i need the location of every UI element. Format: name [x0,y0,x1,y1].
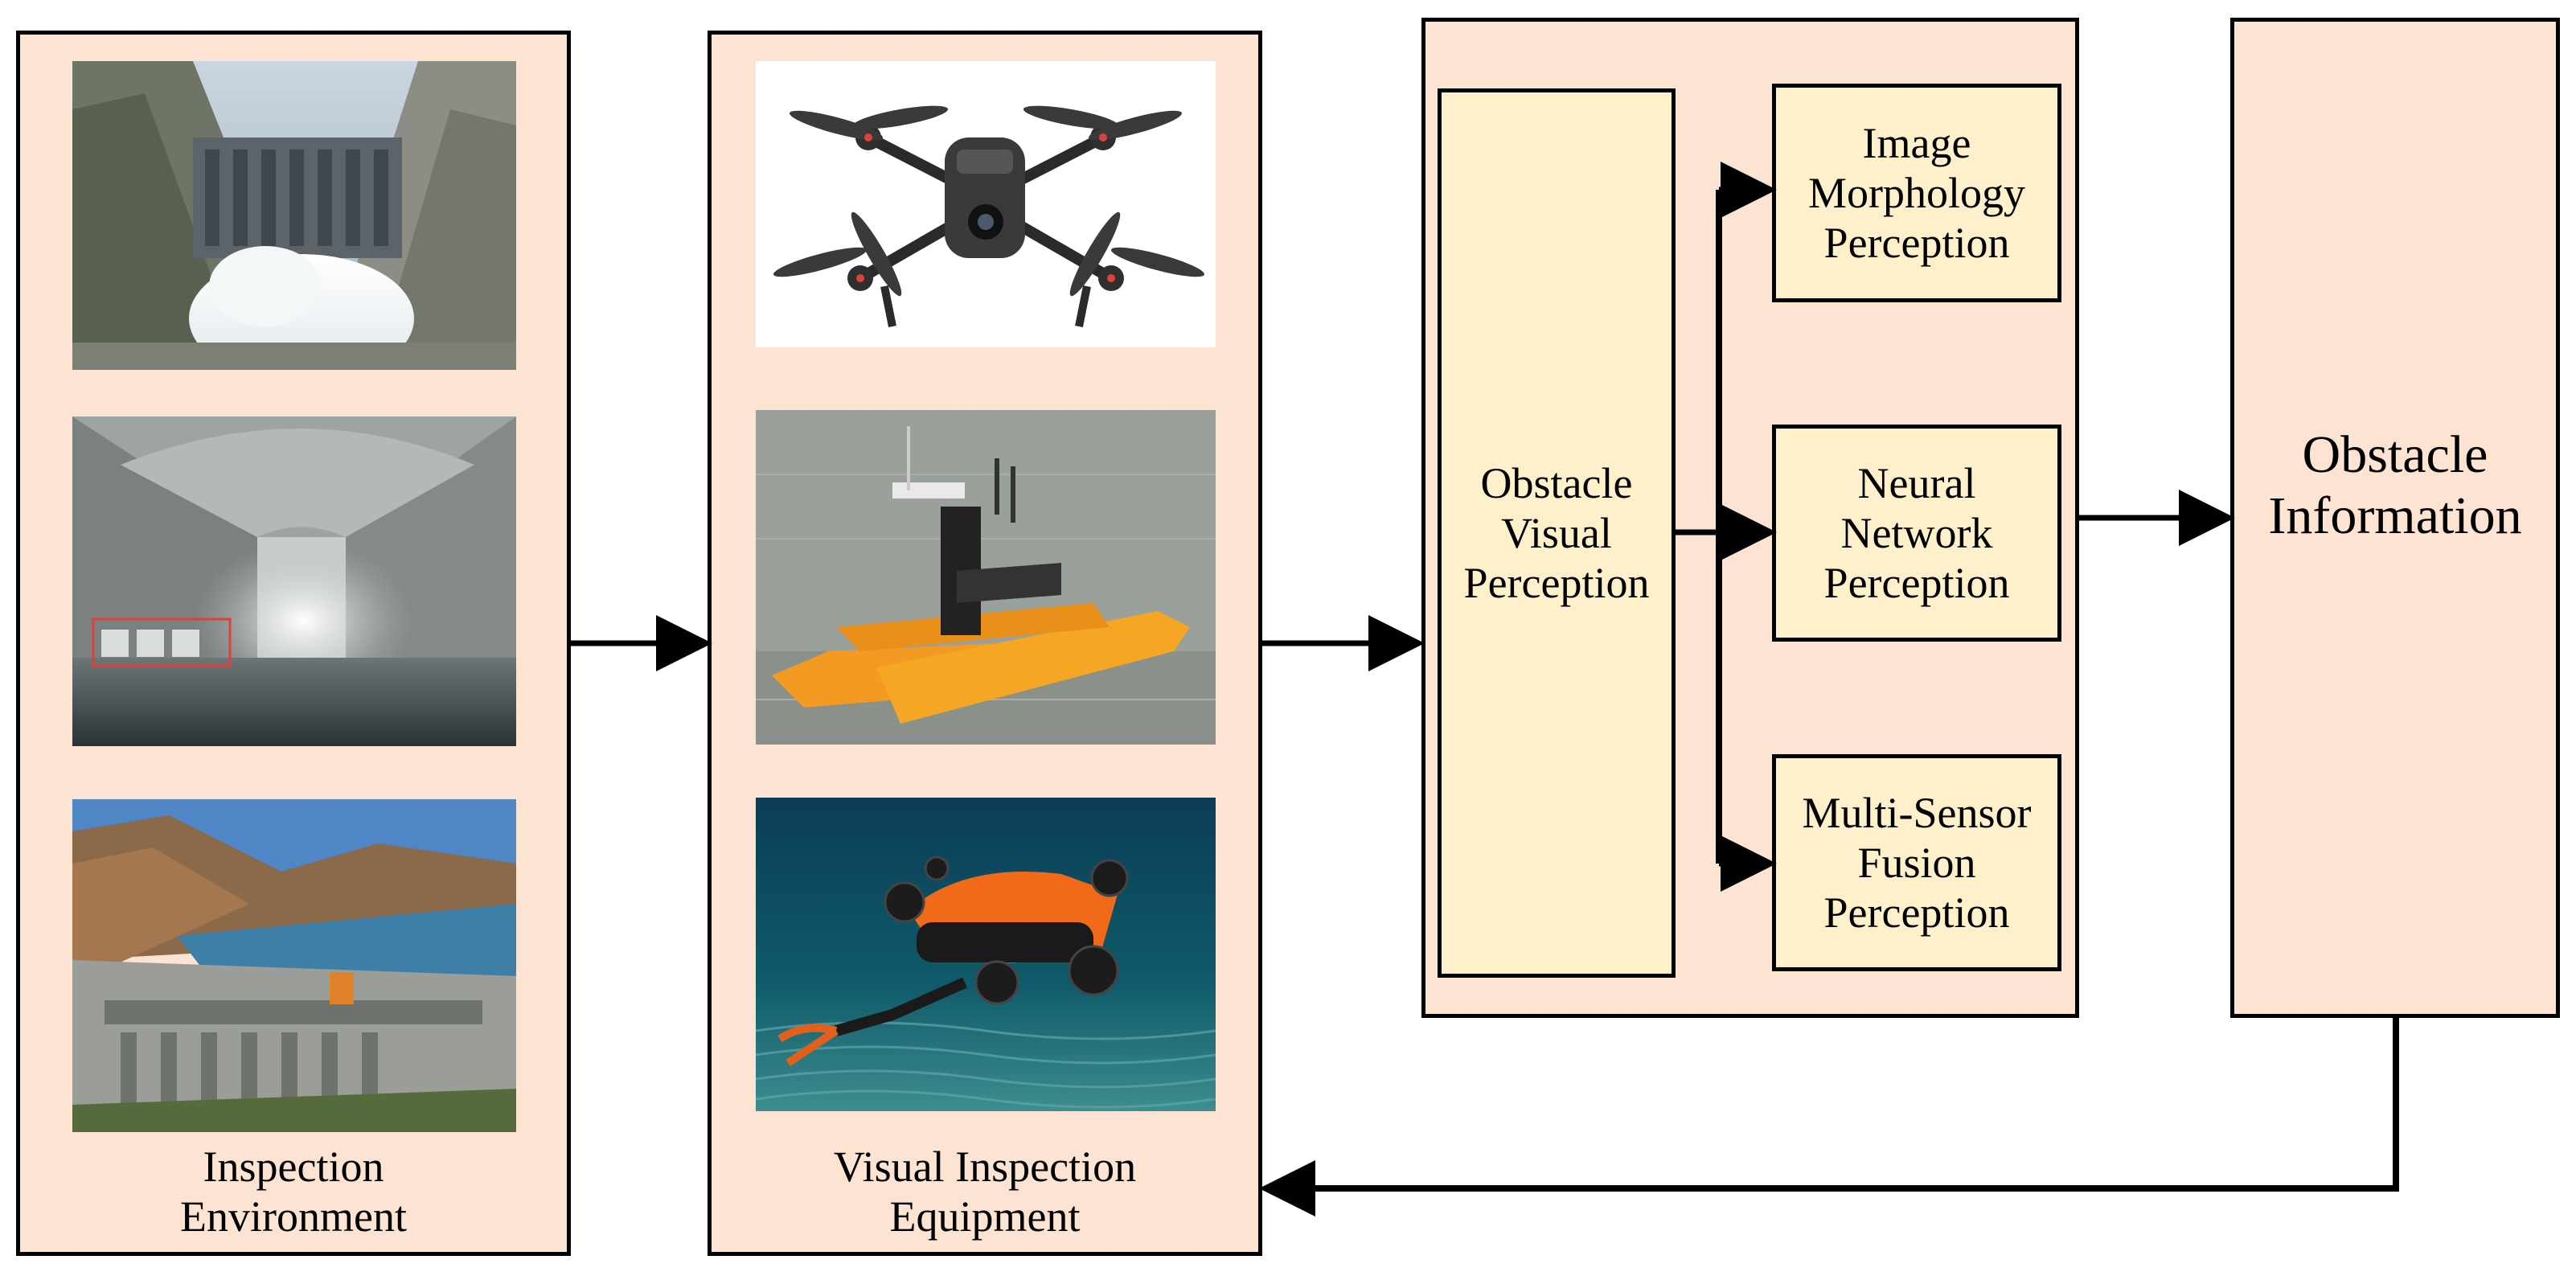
obstacle-visual-perception-box: Obstacle Visual Perception [1438,88,1676,978]
reservoir-dam-photo [72,799,516,1132]
drone-photo [756,61,1216,347]
dam-spillway-photo [72,61,516,370]
visual-inspection-equipment-caption: Visual Inspection Equipment [833,1143,1137,1241]
underground-tunnel-photo [72,416,516,746]
inspection-environment-caption: Inspection Environment [180,1143,407,1241]
neural-network-perception-label: Neural Network Perception [1823,459,2010,607]
underwater-robot-photo [756,798,1216,1111]
multi-sensor-fusion-perception-box: Multi-Sensor Fusion Perception [1772,754,2061,971]
obstacle-visual-perception-label: Obstacle Visual Perception [1463,459,1650,607]
feedback-line [1286,1018,2399,1192]
image-morphology-perception-label: Image Morphology Perception [1808,119,2025,267]
obstacle-information-label: Obstacle Information [2268,425,2522,545]
image-morphology-perception-box: Image Morphology Perception [1772,84,2061,302]
obstacle-information-panel: Obstacle Information [2230,18,2560,1018]
neural-network-perception-box: Neural Network Perception [1772,425,2061,642]
unmanned-surface-vessel-photo [756,410,1216,745]
multi-sensor-fusion-perception-label: Multi-Sensor Fusion Perception [1802,789,2032,937]
